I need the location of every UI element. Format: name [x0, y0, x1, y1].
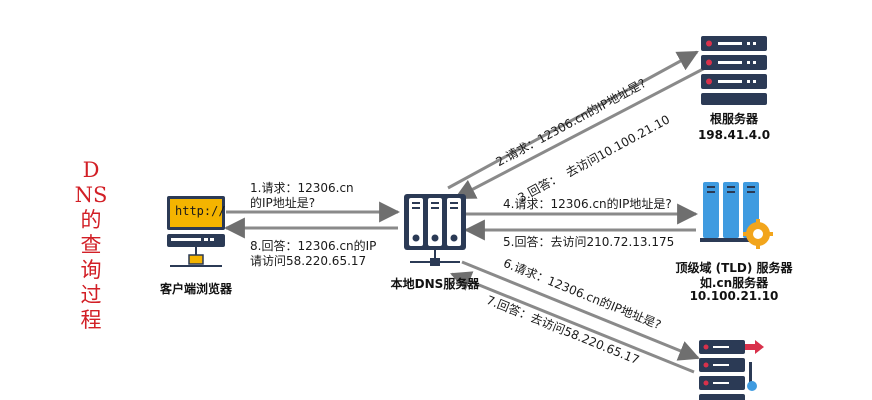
arrow-step-2: [447, 50, 699, 190]
step-5-label: 5.回答：去访问210.72.13.175: [503, 235, 675, 249]
root-server-ip: 198.41.4.0: [697, 128, 771, 142]
computer-icon: [167, 196, 225, 267]
root-server-icon: [701, 36, 767, 105]
step-1-line-1: 1.请求：12306.cn: [250, 181, 354, 195]
tld-server-ip: 10.100.21.10: [689, 289, 779, 303]
local-dns-server-label: 本地DNS服务器: [390, 277, 480, 291]
browser-url-text: http://: [175, 204, 226, 218]
tld-server-example: 如.cn服务器: [699, 276, 769, 290]
step-1-line-2: 的IP地址是?: [250, 196, 316, 210]
tld-server-label: 顶级域 (TLD) 服务器: [675, 261, 793, 275]
arrow-step-3: [454, 66, 706, 200]
root-server-label: 根服务器: [709, 112, 758, 126]
client-browser-label: 客户端浏览器: [159, 282, 232, 296]
diagram-title: DNS的查询过程: [74, 158, 108, 332]
step-8-line-2: 请访问58.220.65.17: [250, 254, 367, 268]
arrow-step-6: [461, 260, 700, 361]
arrow-step-7: [450, 271, 695, 374]
authoritative-server-icon: [699, 340, 764, 400]
step-4-label: 4.请求：12306.cn的IP地址是?: [503, 197, 672, 211]
tld-server-icon: [700, 182, 773, 249]
local-dns-server-icon: [404, 194, 466, 266]
step-8-line-1: 8.回答：12306.cn的IP: [250, 239, 377, 253]
